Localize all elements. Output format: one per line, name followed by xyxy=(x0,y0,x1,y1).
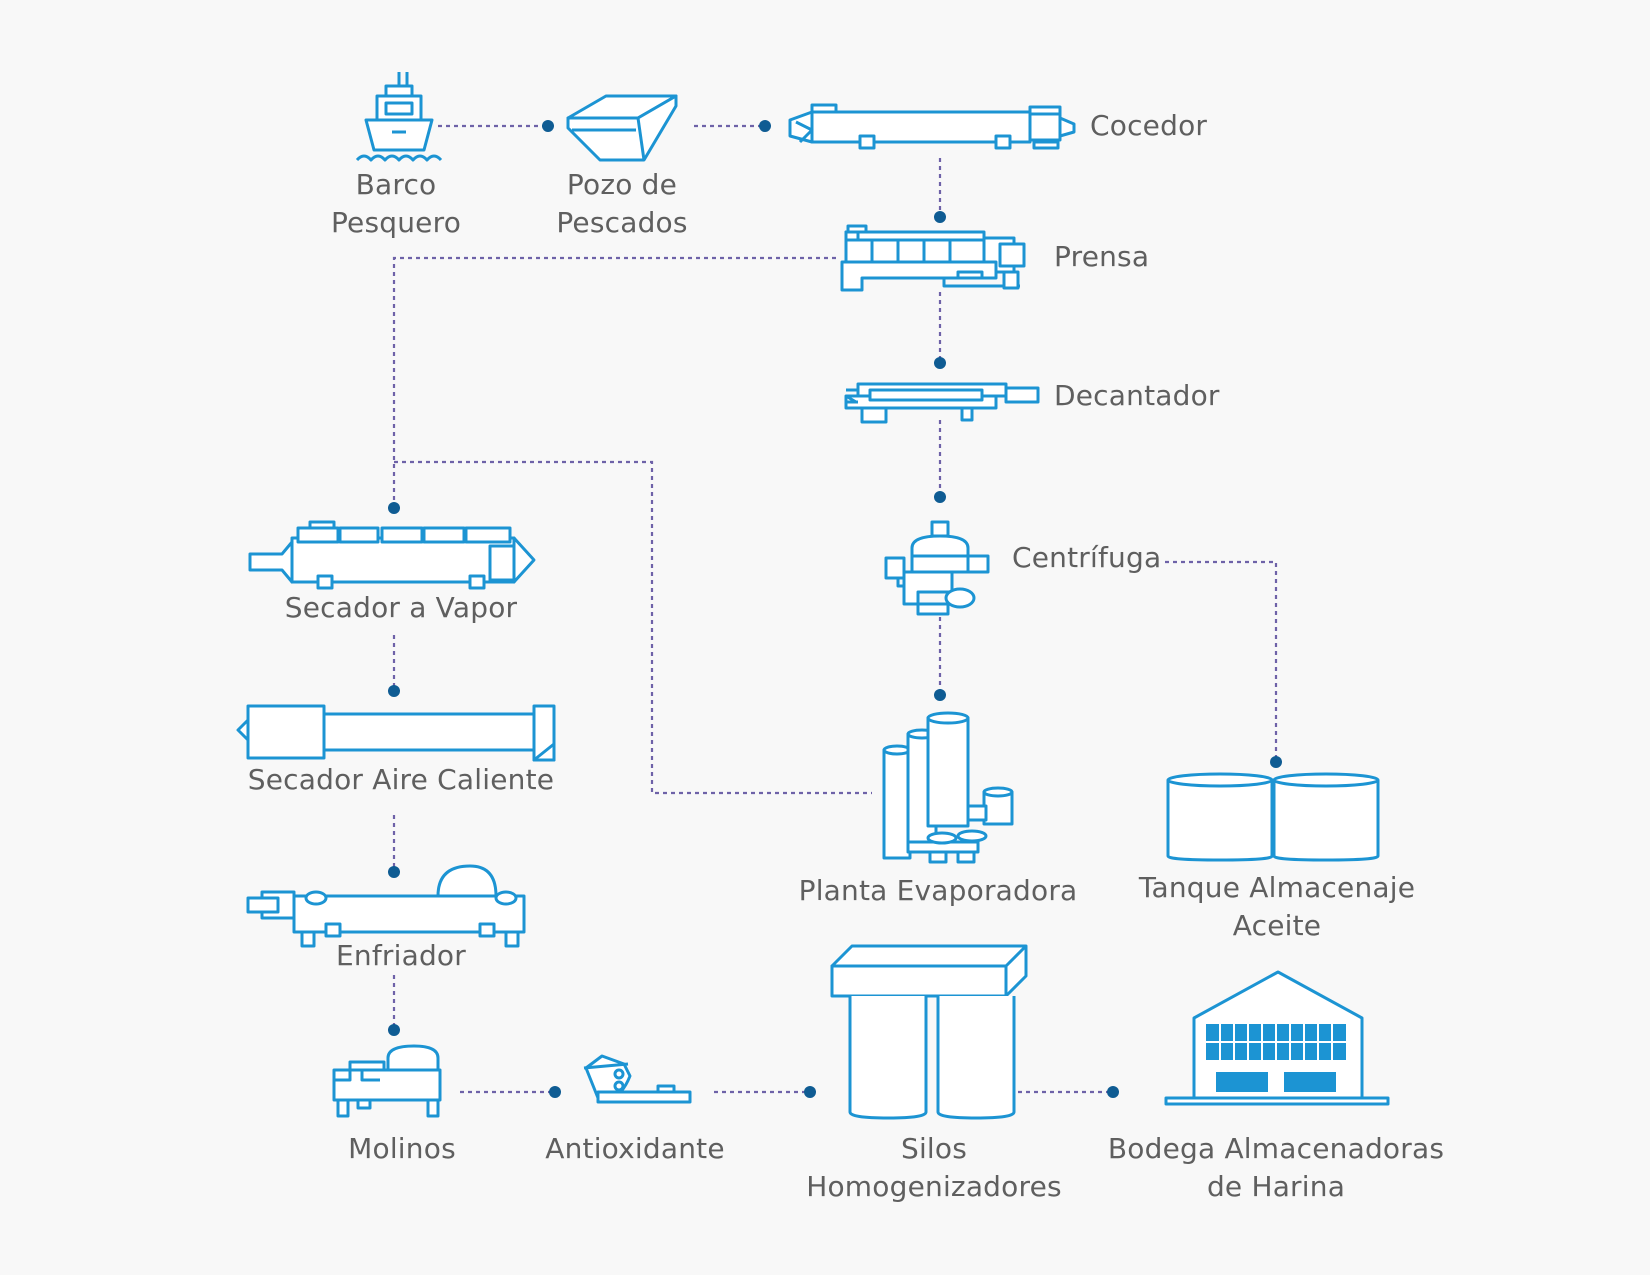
cooler-icon xyxy=(246,864,526,948)
edge-dot xyxy=(804,1086,816,1098)
node-label-enfriador: Enfriador xyxy=(336,937,466,975)
decanter-icon xyxy=(844,382,1040,424)
label-line: Enfriador xyxy=(336,939,466,972)
edge-dot xyxy=(388,685,400,697)
press-icon xyxy=(840,224,1026,292)
node-label-secador-aire: Secador Aire Caliente xyxy=(248,761,554,799)
fishing-boat-icon xyxy=(355,72,443,162)
label-line: Molinos xyxy=(348,1132,456,1165)
fish-pit-icon xyxy=(566,94,678,162)
node-label-molinos: Molinos xyxy=(348,1130,456,1168)
node-label-cocedor: Cocedor xyxy=(1090,107,1207,145)
node-label-centrifuga: Centrífuga xyxy=(1012,539,1161,577)
edge-dot xyxy=(388,866,400,878)
label-line: Homogenizadores xyxy=(806,1170,1062,1203)
node-label-silos: Silos Homogenizadores xyxy=(806,1130,1062,1206)
node-label-secador-vapor: Secador a Vapor xyxy=(285,589,517,627)
edge-dot xyxy=(759,120,771,132)
node-label-prensa: Prensa xyxy=(1054,238,1149,276)
label-line: Pescados xyxy=(556,206,688,239)
hot-air-dryer-icon xyxy=(236,704,556,762)
edge-dot xyxy=(934,689,946,701)
centrifuge-icon xyxy=(884,520,990,616)
node-label-tanque: Tanque Almacenaje Aceite xyxy=(1139,869,1415,945)
node-label-barco: Barco Pesquero xyxy=(331,166,461,242)
edge-dot xyxy=(934,357,946,369)
node-label-decantador: Decantador xyxy=(1054,377,1220,415)
label-line: Aceite xyxy=(1232,909,1322,942)
evaporator-plant-icon xyxy=(882,711,1014,864)
connectors xyxy=(388,120,1282,1098)
label-line: Secador Aire Caliente xyxy=(247,763,555,796)
edge-prensa-secador-vapor xyxy=(392,256,836,508)
label-line: Antioxidante xyxy=(545,1132,725,1165)
oil-tank-icon xyxy=(1166,772,1380,862)
node-label-pozo: Pozo de Pescados xyxy=(556,166,687,242)
edge-dot xyxy=(934,491,946,503)
edge-dot xyxy=(934,211,946,223)
mill-icon xyxy=(332,1044,442,1118)
edge-dot xyxy=(1270,756,1282,768)
edge-dot xyxy=(1107,1086,1119,1098)
label-line: Tanque Almacenaje xyxy=(1138,871,1416,904)
antioxidant-icon xyxy=(583,1054,692,1104)
label-line: Planta Evaporadora xyxy=(798,874,1078,907)
label-line: Decantador xyxy=(1054,379,1220,412)
node-label-bodega: Bodega Almacenadoras de Harina xyxy=(1108,1130,1444,1206)
label-line: de Harina xyxy=(1206,1170,1346,1203)
warehouse-icon xyxy=(1164,970,1390,1106)
edge-dot xyxy=(388,1024,400,1036)
edge-centrifuga-tanque xyxy=(1165,560,1278,762)
label-line: Pozo de xyxy=(566,168,678,201)
node-label-planta: Planta Evaporadora xyxy=(799,872,1078,910)
edge-dot xyxy=(388,502,400,514)
label-line: Silos xyxy=(900,1132,968,1165)
edge-dot xyxy=(542,120,554,132)
node-label-antioxidante: Antioxidante xyxy=(545,1130,725,1168)
edge-dot xyxy=(549,1086,561,1098)
label-line: Barco xyxy=(355,168,437,201)
label-line: Secador a Vapor xyxy=(284,591,518,624)
edge-prensa-planta xyxy=(394,460,872,795)
label-line: Bodega Almacenadoras xyxy=(1107,1132,1445,1165)
label-line: Centrífuga xyxy=(1012,541,1162,574)
cooker-icon xyxy=(788,103,1076,150)
label-line: Pesquero xyxy=(330,206,462,239)
label-line: Cocedor xyxy=(1090,109,1208,142)
steam-dryer-icon xyxy=(248,520,536,590)
silos-icon xyxy=(830,944,1028,1120)
label-line: Prensa xyxy=(1054,240,1150,273)
